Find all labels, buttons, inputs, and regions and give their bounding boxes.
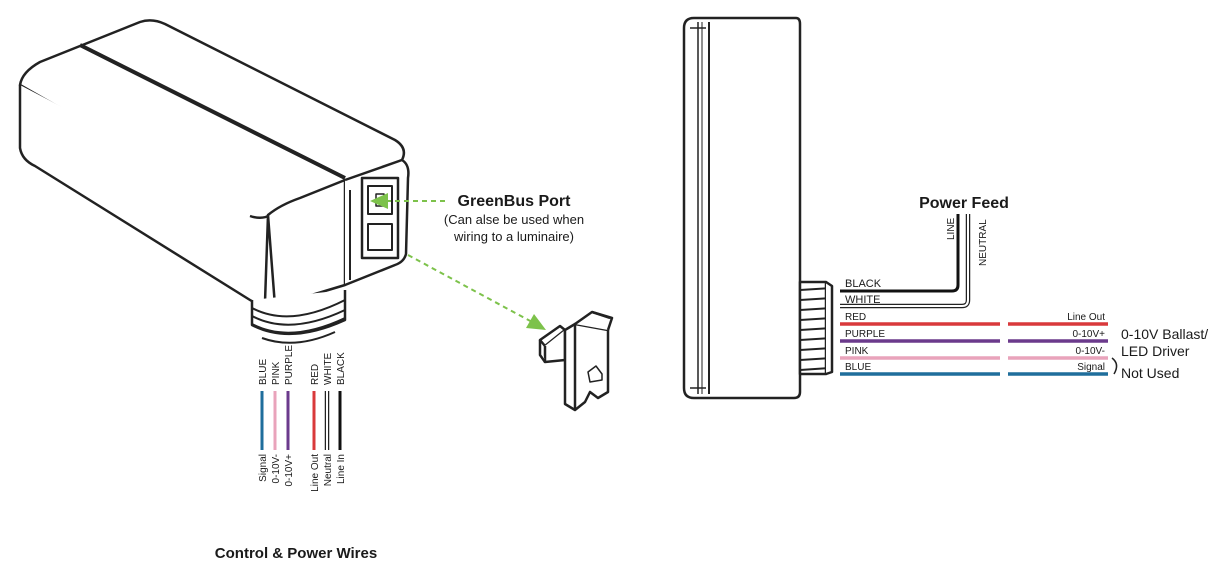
feed-label-black: BLACK bbox=[845, 278, 882, 290]
greenbus-title: GreenBus Port bbox=[458, 193, 572, 210]
ballast-label-line2: LED Driver bbox=[1121, 343, 1190, 359]
left-wire-function-label: Neutral bbox=[323, 454, 334, 486]
neutral-label: NEUTRAL bbox=[978, 219, 989, 266]
greenbus-note-line1: (Can alse be used when bbox=[444, 212, 584, 227]
control-power-caption: Control & Power Wires bbox=[215, 545, 377, 562]
plug-arrowhead-icon bbox=[526, 314, 546, 330]
left-wire-color-label: RED bbox=[310, 364, 321, 385]
left-wire-function-label: 0-10V+ bbox=[284, 454, 295, 487]
sensor-device-side bbox=[682, 16, 834, 400]
greenbus-arrow-group bbox=[370, 193, 546, 330]
output-wire-color-label: PINK bbox=[845, 346, 869, 357]
output-wire-function-label: Line Out bbox=[1067, 312, 1105, 323]
left-wire-function-label: Line In bbox=[336, 454, 347, 484]
power-feed-title: Power Feed bbox=[919, 195, 1009, 212]
sensor-device-iso bbox=[18, 19, 410, 344]
greenbus-plug-icon bbox=[538, 310, 614, 412]
left-wire-function-label: Line Out bbox=[310, 454, 321, 492]
feed-label-white: WHITE bbox=[845, 294, 880, 306]
output-wire-color-label: BLUE bbox=[845, 362, 871, 373]
line-label: LINE bbox=[946, 217, 957, 240]
left-wire-color-label: BLACK bbox=[336, 352, 347, 385]
output-wire-function-label: 0-10V- bbox=[1076, 346, 1105, 357]
not-used-bracket bbox=[1111, 357, 1118, 375]
ballast-label-line1: 0-10V Ballast/ bbox=[1121, 326, 1208, 342]
left-wire-color-label: WHITE bbox=[323, 352, 334, 385]
greenbus-arrowhead-icon bbox=[370, 193, 388, 209]
left-wire-function-label: 0-10V- bbox=[271, 454, 282, 483]
output-wire-function-label: 0-10V+ bbox=[1072, 329, 1105, 340]
output-wire-color-label: RED bbox=[845, 312, 866, 323]
left-wire-color-label: PURPLE bbox=[284, 345, 295, 385]
output-wire-function-label: Signal bbox=[1077, 362, 1105, 373]
left-wire-color-label: PINK bbox=[271, 361, 282, 385]
feed-wire-black bbox=[840, 214, 960, 293]
output-wire-color-label: PURPLE bbox=[845, 329, 885, 340]
greenbus-note-line2: wiring to a luminaire) bbox=[453, 229, 574, 244]
left-wire-function-label: Signal bbox=[258, 454, 269, 482]
plug-pointer-line bbox=[407, 254, 533, 323]
left-wire-color-label: BLUE bbox=[258, 359, 269, 385]
left-wire-bundle: BLUE Signal PINK 0-10V- PURPLE 0-10V+ RED Line … bbox=[258, 345, 347, 492]
not-used-label: Not Used bbox=[1121, 365, 1179, 381]
feed-wire-white bbox=[840, 214, 969, 307]
